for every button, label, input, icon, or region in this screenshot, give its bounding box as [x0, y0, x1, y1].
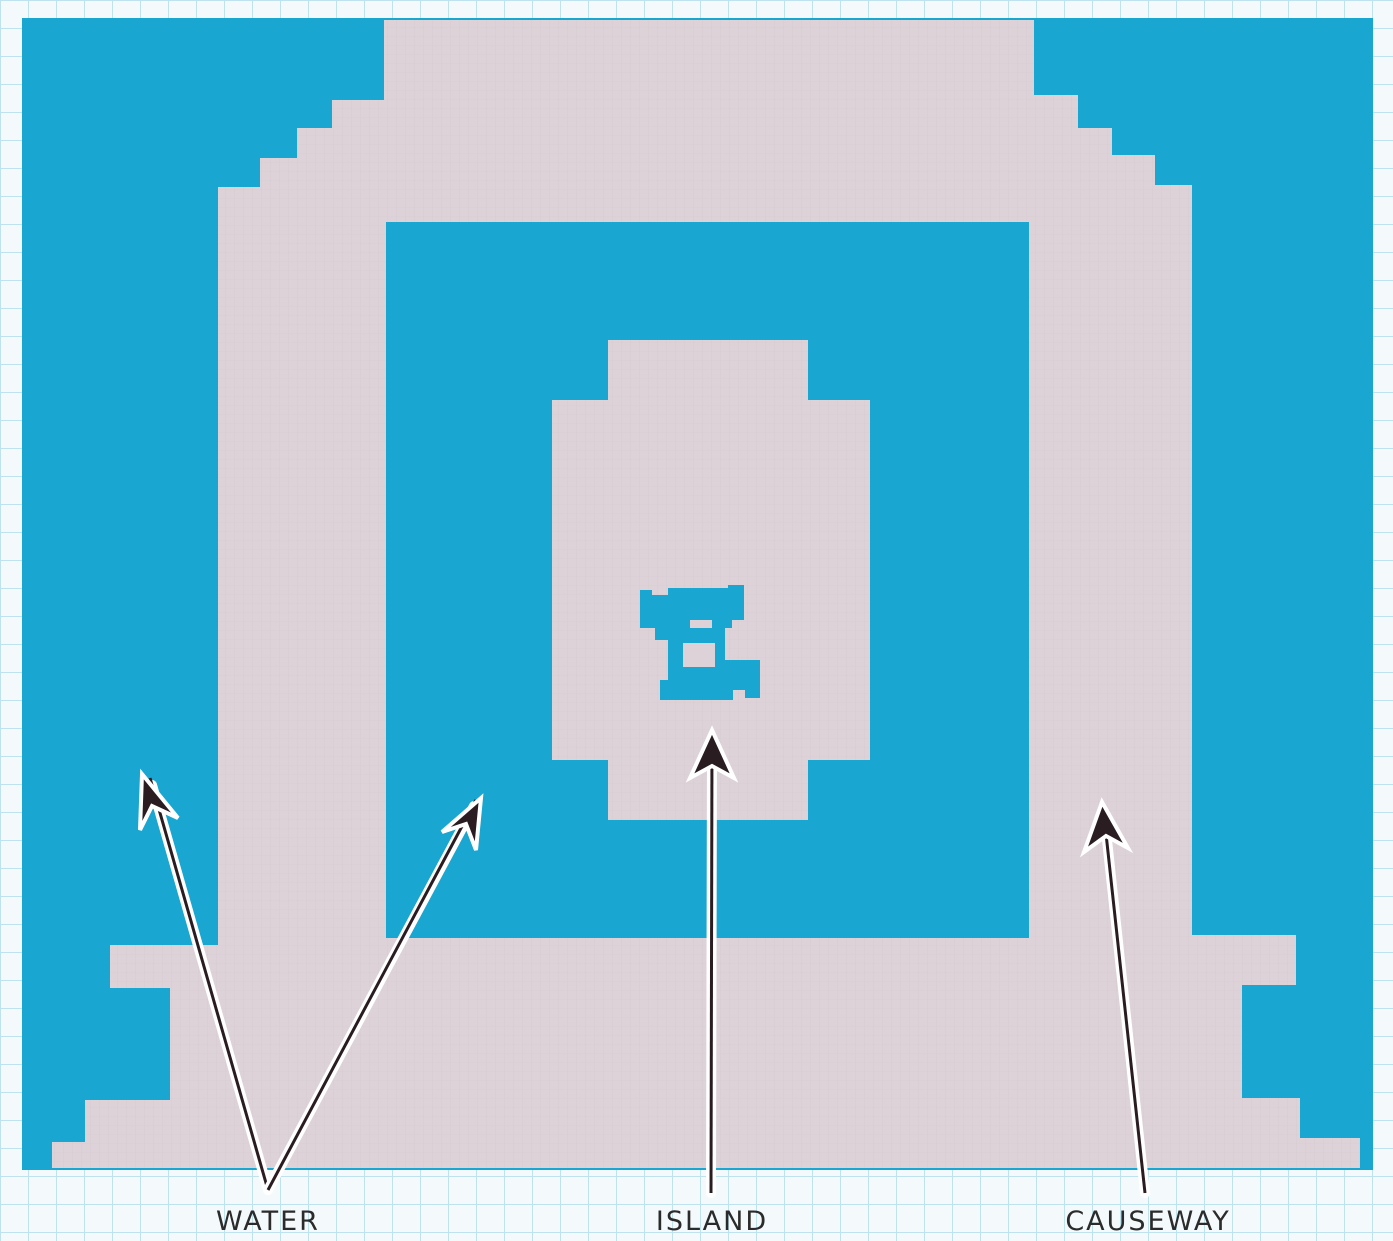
label-island: ISLAND	[656, 1206, 768, 1237]
label-causeway: CAUSEWAY	[1065, 1206, 1230, 1237]
label-water: WATER	[216, 1206, 320, 1237]
